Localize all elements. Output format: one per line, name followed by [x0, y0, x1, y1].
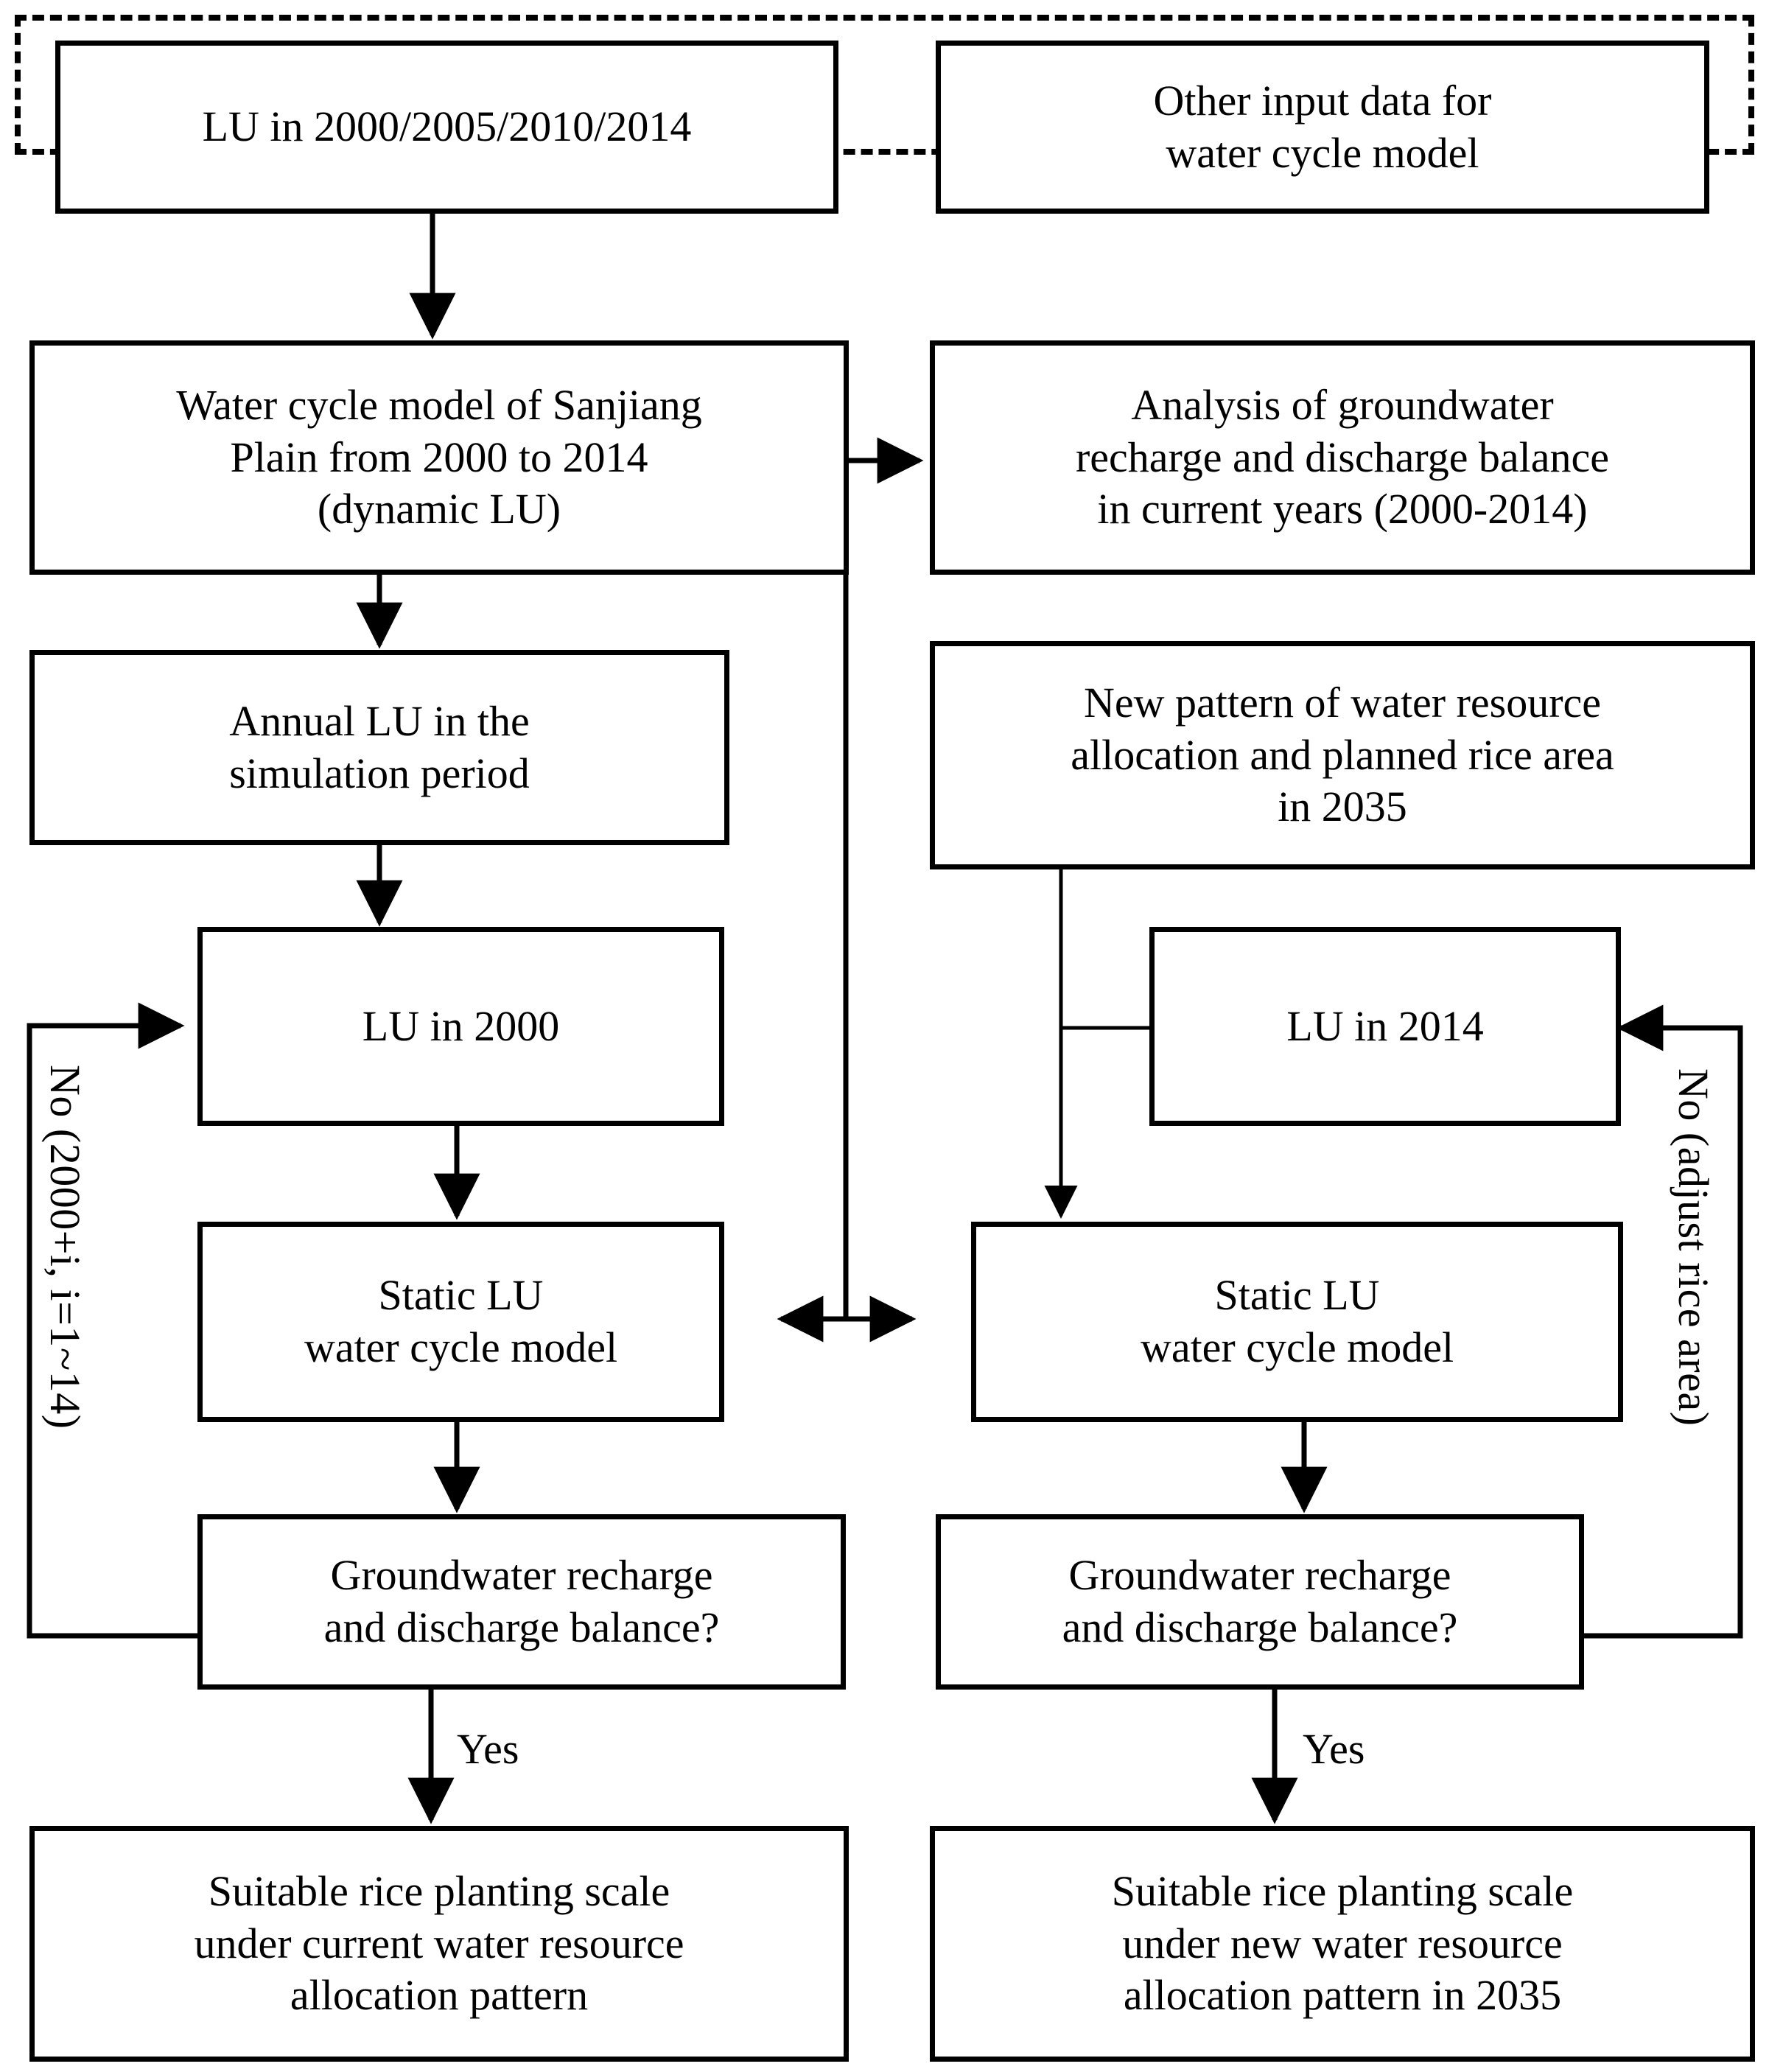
- node-result-left-label: Suitable rice planting scale under curre…: [194, 1866, 684, 2020]
- edge-label-no-left: No (2000+i, i=1~14): [41, 1065, 89, 1429]
- node-new-pattern[interactable]: New pattern of water resource allocation…: [930, 641, 1755, 869]
- edge-label-yes-right: Yes: [1303, 1725, 1365, 1773]
- edge-label-yes-left: Yes: [457, 1725, 519, 1773]
- node-water-cycle-model-label: Water cycle model of Sanjiang Plain from…: [176, 380, 702, 533]
- node-balance-left-label: Groundwater recharge and discharge balan…: [323, 1551, 720, 1651]
- node-annual-lu[interactable]: Annual LU in the simulation period: [29, 650, 729, 845]
- node-static-lu-left[interactable]: Static LU water cycle model: [197, 1222, 724, 1422]
- node-new-pattern-label: New pattern of water resource allocation…: [1071, 678, 1614, 831]
- edge-label-no-right: No (adjust rice area): [1670, 1068, 1717, 1427]
- node-lu-2000[interactable]: LU in 2000: [197, 927, 724, 1126]
- node-lu-years[interactable]: LU in 2000/2005/2010/2014: [55, 41, 838, 214]
- node-balance-right-label: Groundwater recharge and discharge balan…: [1062, 1551, 1458, 1651]
- node-static-lu-left-label: Static LU water cycle model: [304, 1271, 618, 1371]
- node-analysis-groundwater[interactable]: Analysis of groundwater recharge and dis…: [930, 340, 1755, 575]
- node-result-right[interactable]: Suitable rice planting scale under new w…: [930, 1826, 1755, 2062]
- node-lu-2000-label: LU in 2000: [362, 1001, 560, 1050]
- node-other-input[interactable]: Other input data for water cycle model: [936, 41, 1709, 214]
- node-static-lu-right[interactable]: Static LU water cycle model: [971, 1222, 1623, 1422]
- node-result-right-label: Suitable rice planting scale under new w…: [1111, 1866, 1574, 2020]
- node-balance-right[interactable]: Groundwater recharge and discharge balan…: [936, 1514, 1584, 1690]
- node-other-input-label: Other input data for water cycle model: [1153, 76, 1492, 177]
- node-water-cycle-model[interactable]: Water cycle model of Sanjiang Plain from…: [29, 340, 849, 575]
- input-data-group: [15, 15, 1754, 155]
- node-balance-left[interactable]: Groundwater recharge and discharge balan…: [197, 1514, 846, 1690]
- node-lu-years-label: LU in 2000/2005/2010/2014: [202, 102, 692, 151]
- node-annual-lu-label: Annual LU in the simulation period: [229, 696, 530, 797]
- node-lu-2014-label: LU in 2014: [1286, 1001, 1484, 1050]
- node-lu-2014[interactable]: LU in 2014: [1149, 927, 1621, 1126]
- node-analysis-groundwater-label: Analysis of groundwater recharge and dis…: [1075, 380, 1610, 533]
- node-result-left[interactable]: Suitable rice planting scale under curre…: [29, 1826, 849, 2062]
- node-static-lu-right-label: Static LU water cycle model: [1140, 1271, 1454, 1371]
